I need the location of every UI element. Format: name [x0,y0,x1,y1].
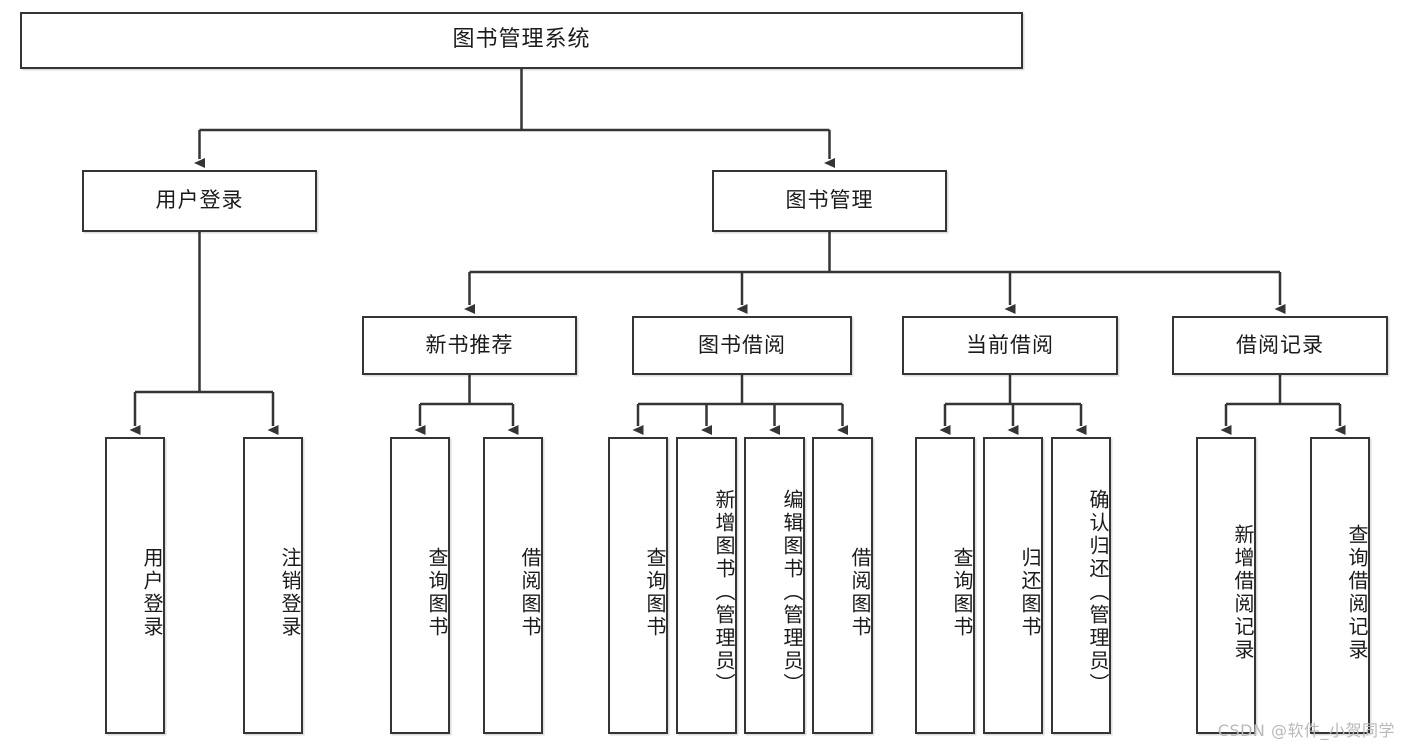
node-label: 用户登录 [155,188,244,213]
node-label: 借阅图书 [848,546,872,639]
node-label: 归还图书 [1018,546,1042,639]
node-label: 查询图书 [950,546,974,639]
node-label: 新增借阅记录 [1231,523,1255,662]
node-label: 图书管理 [785,188,874,213]
node-label: 借阅记录 [1236,332,1324,357]
node-leaf-11[interactable]: 确认归还（管理员） [1051,437,1111,734]
node-label: 新增图书（管理员） [712,489,736,696]
node-l3-4[interactable]: 借阅记录 [1172,316,1388,375]
node-leaf-1[interactable]: 用户登录 [105,437,165,734]
node-l3-3[interactable]: 当前借阅 [902,316,1118,375]
node-l3-2[interactable]: 图书借阅 [632,316,852,375]
node-l2-2[interactable]: 图书管理 [712,170,947,232]
node-leaf-12[interactable]: 新增借阅记录 [1196,437,1256,734]
node-label: 查询图书 [643,546,667,639]
node-label: 新书推荐 [425,332,514,357]
node-l3-1[interactable]: 新书推荐 [362,316,577,375]
node-label: 图书借阅 [698,332,786,357]
node-leaf-5[interactable]: 查询图书 [608,437,668,734]
csdn-watermark: CSDN @软件_小贺同学 [1217,721,1395,740]
node-label: 注销登录 [278,546,302,639]
node-label: 确认归还（管理员） [1086,489,1110,696]
node-root[interactable]: 图书管理系统 [20,12,1023,69]
node-label: 用户登录 [140,546,164,639]
node-label: 当前借阅 [966,332,1054,357]
node-leaf-7[interactable]: 编辑图书（管理员） [744,437,805,734]
node-label: 查询图书 [425,546,449,639]
node-leaf-6[interactable]: 新增图书（管理员） [676,437,737,734]
node-leaf-3[interactable]: 查询图书 [390,437,450,734]
node-leaf-9[interactable]: 查询图书 [915,437,975,734]
node-leaf-10[interactable]: 归还图书 [983,437,1043,734]
node-leaf-4[interactable]: 借阅图书 [483,437,543,734]
node-label: 图书管理系统 [452,27,591,53]
node-leaf-13[interactable]: 查询借阅记录 [1310,437,1370,734]
node-label: 查询借阅记录 [1345,523,1369,662]
node-leaf-8[interactable]: 借阅图书 [812,437,873,734]
node-l2-1[interactable]: 用户登录 [82,170,317,232]
node-label: 编辑图书（管理员） [780,489,804,696]
node-label: 借阅图书 [518,546,542,639]
node-leaf-2[interactable]: 注销登录 [243,437,303,734]
